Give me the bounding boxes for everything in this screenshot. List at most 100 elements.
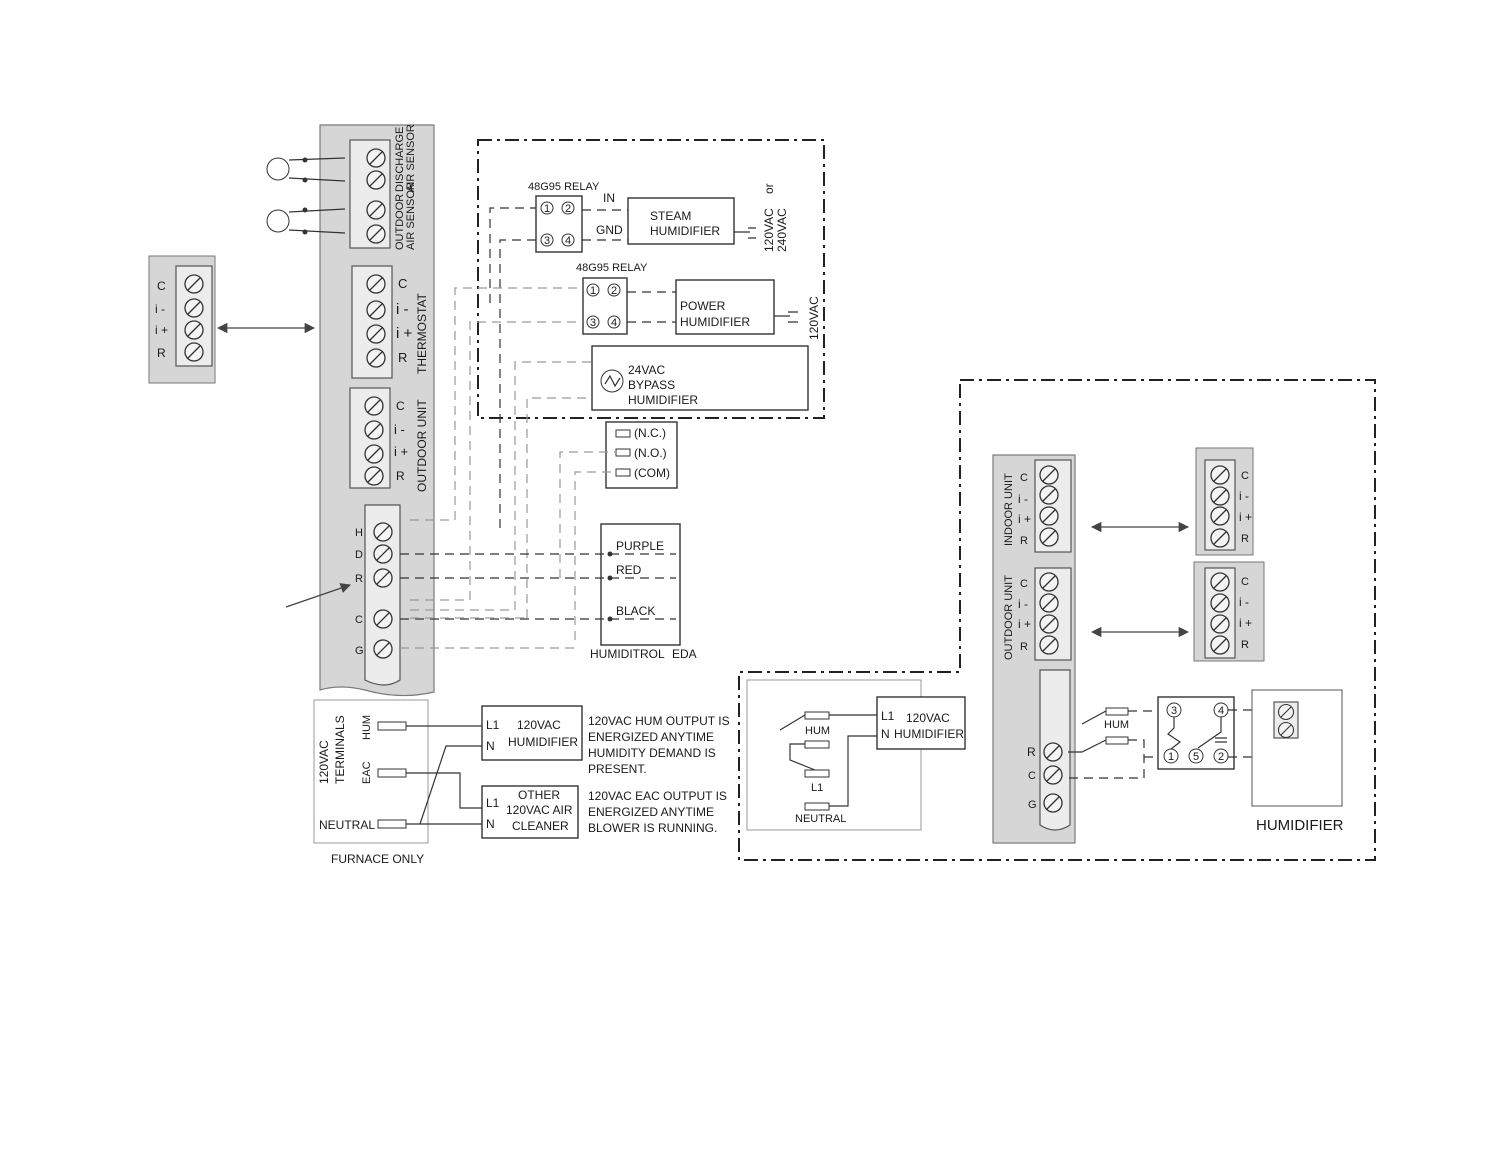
steam-humidifier-box (627, 197, 735, 245)
outdoor-unit-label-r: OUTDOOR UNIT (1003, 575, 1015, 660)
ac-terminals: 120VAC TERMINALS HUM EAC NEUTRAL FURNACE… (313, 699, 429, 866)
term-c: C (355, 614, 363, 626)
rs-neutral: NEUTRAL (795, 813, 846, 825)
hum-note-3: HUMIDITY DEMAND IS (588, 746, 716, 760)
bypass-1: 24VAC (628, 363, 665, 377)
rp-1: 1 (1168, 751, 1174, 763)
tstat-i-minus: i - (396, 301, 409, 318)
air-cleaner-box (481, 785, 579, 839)
rs-l1: L1 (811, 782, 823, 794)
sensor-screw (366, 224, 386, 244)
eac-l1: L1 (486, 796, 500, 810)
control-board: DISCHARGE AIR SENSOR OUTDOOR AIR SENSOR … (266, 124, 435, 697)
ac-terminals-1: 120VAC (317, 740, 331, 784)
hum-note-1: 120VAC HUM OUTPUT IS (588, 714, 730, 728)
relay2-label: 48G95 RELAY (576, 262, 648, 274)
it-c: C (1241, 470, 1249, 482)
pointer-arrow-icon (285, 583, 351, 608)
term-d: D (355, 549, 363, 561)
tstat-r: R (398, 350, 407, 365)
it-i-plus: i + (1239, 510, 1252, 524)
odu-i-minus: i - (394, 422, 405, 437)
ot-i-plus: i + (1239, 616, 1252, 630)
thermo-r: R (157, 346, 166, 360)
steam-or: or (762, 183, 776, 194)
rs-box-1: 120VAC (906, 711, 950, 725)
air-box-3: CLEANER (512, 819, 569, 833)
ou-i-minus: i - (1018, 597, 1028, 611)
iu-i-minus: i - (1018, 492, 1028, 506)
power-1: POWER (680, 299, 726, 313)
sensor-screw (366, 170, 386, 190)
eac-note-3: BLOWER IS RUNNING. (588, 821, 717, 835)
thermo-i-minus: i - (155, 302, 165, 316)
term-r: R (355, 573, 363, 585)
rp-2: 2 (1218, 751, 1224, 763)
rb-hum: HUM (1104, 719, 1129, 731)
relay1-label: 48G95 RELAY (528, 181, 600, 193)
odu-i-plus: i + (394, 444, 408, 459)
contact-com: (COM) (634, 466, 670, 480)
in-label: IN (603, 191, 615, 205)
thermostat: C i - i + R (148, 255, 216, 384)
thermostat-label: THERMOSTAT (415, 292, 429, 374)
contact-no: (N.O.) (634, 446, 667, 460)
outdoor-sensor-label-2: AIR SENSOR (405, 182, 417, 250)
ou-i-plus: i + (1018, 617, 1031, 631)
outdoor-unit-label: OUTDOOR UNIT (415, 399, 429, 492)
purple-label: PURPLE (616, 539, 664, 553)
relay-1: 48G95 RELAY 1 2 3 4 IN GND (528, 181, 623, 253)
furnace-only: FURNACE ONLY (331, 852, 424, 866)
discharge-sensor-icon (266, 157, 290, 181)
gnd-label: GND (596, 223, 623, 237)
ac-terminals-2: TERMINALS (333, 715, 347, 784)
humidifier-title: HUMIDIFIER (1256, 817, 1344, 834)
rp-5: 5 (1193, 751, 1199, 763)
bypass-humidifier-box (591, 345, 809, 411)
power-2: HUMIDIFIER (680, 315, 750, 329)
humiditrol-box (600, 523, 681, 646)
outdoor-sensor-icon (266, 209, 290, 233)
iu-c: C (1020, 472, 1028, 484)
power-voltage: 120VAC (807, 296, 821, 340)
odu-c: C (396, 399, 405, 413)
red-label: RED (616, 563, 642, 577)
power-humidifier-box (675, 279, 775, 335)
ou-r: R (1020, 641, 1028, 653)
thermo-c: C (157, 279, 166, 293)
eac-note-1: 120VAC EAC OUTPUT IS (588, 789, 727, 803)
outdoor-sensor-label: OUTDOOR (394, 194, 406, 250)
hum-note-2: ENERGIZED ANYTIME (588, 730, 714, 744)
steam-1: STEAM (650, 209, 691, 223)
eac-n: N (486, 817, 495, 831)
thermo-i-plus: i + (155, 323, 168, 337)
ot-c: C (1241, 576, 1249, 588)
steam-voltage-2: 240VAC (775, 208, 789, 252)
humiditrol-title: HUMIDITROL (590, 647, 665, 661)
black-label: BLACK (616, 604, 655, 618)
rp-3: 3 (1171, 705, 1177, 717)
discharge-label: DISCHARGE (394, 127, 406, 192)
neutral-label: NEUTRAL (319, 818, 375, 832)
rb-g: G (1028, 799, 1037, 811)
odu-r: R (396, 469, 405, 483)
eac-note-2: ENERGIZED ANYTIME (588, 805, 714, 819)
hum-box-1: 120VAC (517, 718, 561, 732)
air-box-2: 120VAC AIR (506, 803, 573, 817)
eac-label: EAC (361, 761, 373, 784)
contact-nc: (N.C.) (634, 426, 666, 440)
it-i-minus: i - (1239, 489, 1249, 503)
relay-2: 48G95 RELAY 1 2 3 4 (576, 262, 648, 335)
r1-pin2: 2 (565, 203, 571, 215)
bypass-3: HUMIDIFIER (628, 393, 698, 407)
hum-l1: L1 (486, 718, 500, 732)
ot-i-minus: i - (1239, 595, 1249, 609)
outdoor-thermostat: C i - i + R (1193, 561, 1265, 662)
discharge-label-2: AIR SENSOR (405, 124, 417, 192)
sensor-screw (366, 200, 386, 220)
rs-box-2: HUMIDIFIER (894, 727, 964, 741)
r1-pin3: 3 (544, 235, 550, 247)
indoor-thermostat: C i - i + R (1195, 447, 1254, 556)
r1-pin4: 4 (565, 235, 571, 247)
